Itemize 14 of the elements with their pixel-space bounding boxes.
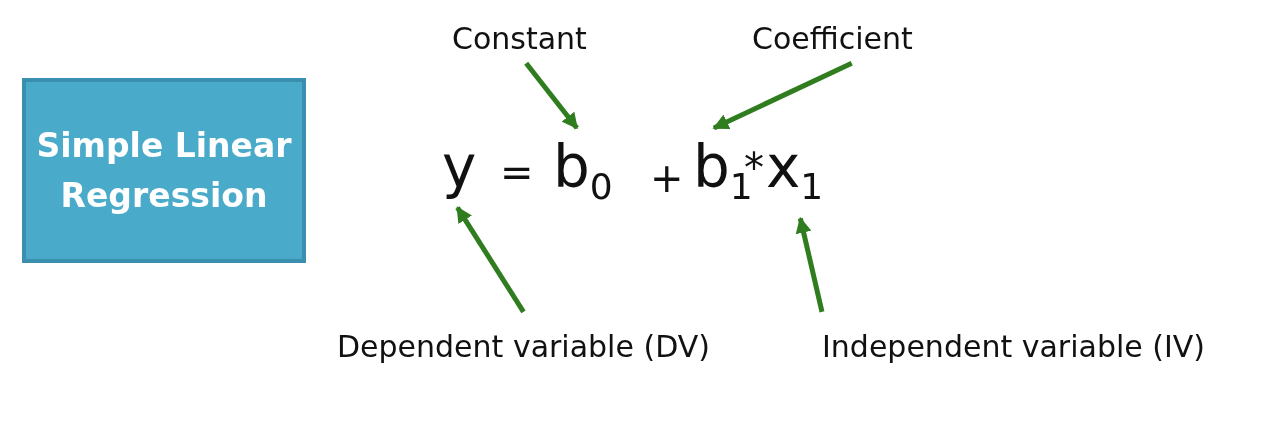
equation-term: x$_{1}$ (766, 138, 824, 205)
annotation-label: Dependent variable (DV) (337, 330, 710, 363)
equation-term: b$_{0}$ (553, 138, 613, 205)
arrow (712, 61, 853, 131)
arrow (524, 61, 579, 130)
equation-operator: * (744, 148, 764, 188)
annotation-label: Constant (452, 22, 587, 55)
annotation-label: Independent variable (IV) (822, 330, 1206, 363)
arrow (455, 206, 526, 314)
equation-operator: + (650, 158, 684, 198)
equation-operator: = (500, 152, 534, 192)
annotation-label: Coefficient (752, 22, 913, 55)
arrow (795, 216, 825, 313)
topic-box: Simple Linear Regression (22, 78, 306, 263)
